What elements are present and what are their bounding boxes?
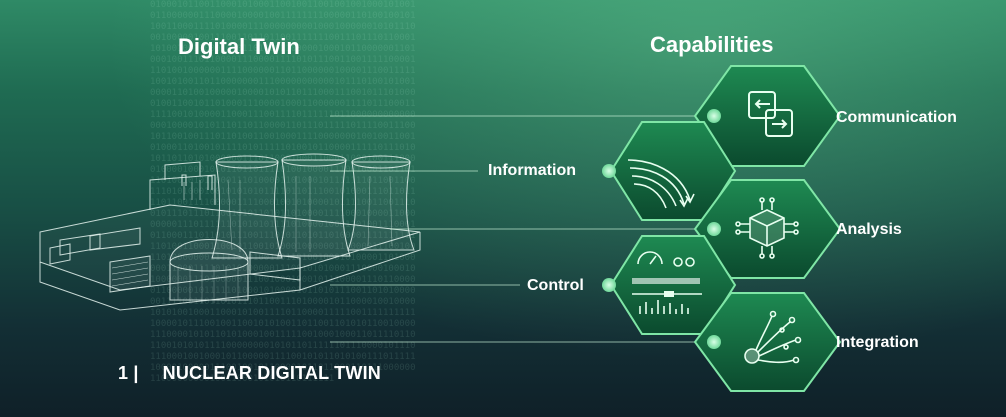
gauge-sliders-icon <box>632 251 702 314</box>
exchange-arrows-icon <box>748 91 793 137</box>
section-number: 1 | <box>118 363 139 383</box>
digital-twin-title: Digital Twin <box>178 34 300 59</box>
capabilities-title: Capabilities <box>650 32 774 57</box>
section-footer: 1 | NUCLEAR DIGITAL TWIN <box>118 363 381 384</box>
capability-label-communication: Communication <box>836 109 957 126</box>
connector-dots <box>602 109 721 349</box>
cooling-towers <box>211 153 415 259</box>
cube-network-icon <box>735 197 799 259</box>
section-title: NUCLEAR DIGITAL TWIN <box>162 363 381 383</box>
hex-communication <box>693 65 842 167</box>
capability-label-control: Control <box>527 277 584 294</box>
capability-label-analysis: Analysis <box>836 221 902 238</box>
node-network-icon <box>744 310 802 364</box>
capability-label-integration: Integration <box>836 334 919 351</box>
connector-lines <box>330 115 706 343</box>
capability-label-information: Information <box>488 162 576 179</box>
nuclear-plant-illustration <box>39 153 421 311</box>
data-stream-icon <box>627 159 695 209</box>
